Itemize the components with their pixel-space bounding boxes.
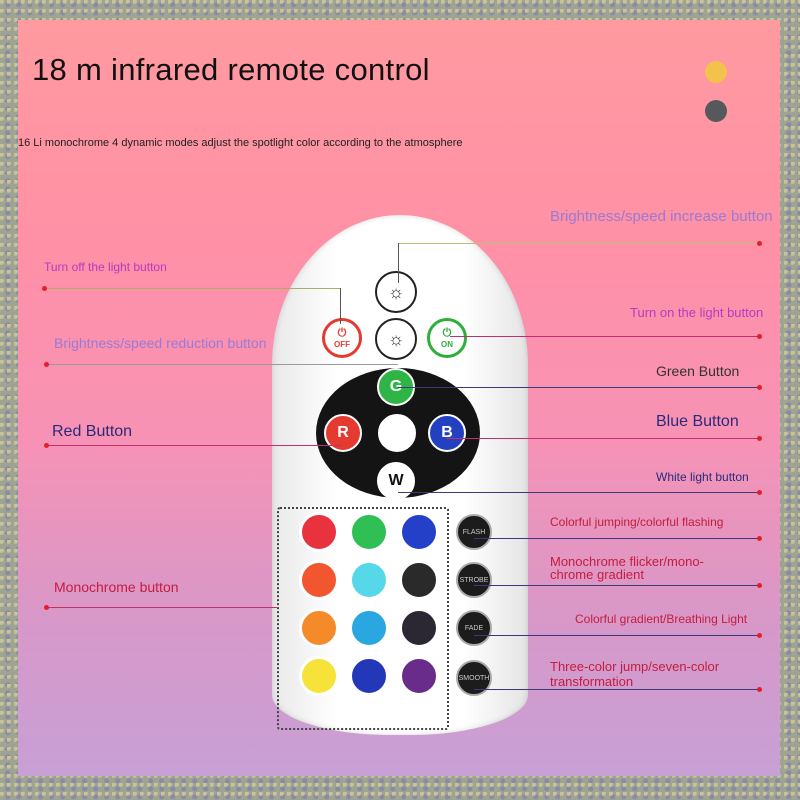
label-brightness-increase: Brightness/speed increase button [550,208,773,225]
blue-button[interactable]: B [428,414,466,452]
callout-line [398,243,760,244]
callout-line [46,445,342,446]
label-colorful-gradient: Colorful gradient/Breathing Light [575,612,748,626]
label-red-button: Red Button [52,423,133,440]
color-key-r4-c2[interactable] [349,656,389,696]
pointer-dot [757,334,762,339]
yellow-color-swatch [705,61,727,83]
callout-line [340,288,341,324]
label-monochrome-flicker-1: Monochrome flicker/mono- [550,554,704,569]
color-key-r2-c1[interactable] [299,560,339,600]
color-key-r1-c1[interactable] [299,512,339,552]
gray-color-swatch [705,100,727,122]
callout-line [398,492,760,493]
callout-line [474,585,760,586]
sun-icon: ☼ [387,281,405,302]
callout-line [398,243,399,283]
label-green-button: Green Button [656,363,740,379]
strobe-button[interactable]: STROBE [456,562,492,598]
color-key-r2-c3[interactable] [399,560,439,600]
label-turn-off: Turn off the light button [44,260,167,274]
power-icon: ⏻ [337,327,347,339]
color-key-r1-c2[interactable] [349,512,389,552]
label-blue-button: Blue Button [656,413,739,430]
color-key-r3-c2[interactable] [349,608,389,648]
off-label: OFF [334,340,350,349]
color-key-r1-c3[interactable] [399,512,439,552]
color-key-r4-c3[interactable] [399,656,439,696]
color-key-r2-c2[interactable] [349,560,389,600]
callout-line [44,288,340,289]
monochrome-keypad [277,507,449,730]
brightness-reduction-button[interactable]: ☼ [375,318,417,360]
page-subtitle: 16 Li monochrome 4 dynamic modes adjust … [18,137,463,149]
label-three-color-2: transformation [550,674,634,689]
callout-line [446,438,760,439]
on-label: ON [441,340,453,349]
pointer-dot [757,490,762,495]
pointer-dot [757,536,762,541]
power-icon: ⏻ [442,327,452,339]
pointer-dot [44,443,49,448]
color-key-r3-c3[interactable] [399,608,439,648]
brightness-increase-button[interactable]: ☼ [375,271,417,313]
label-white-button: White light button [656,470,749,484]
pointer-dot [757,241,762,246]
pointer-dot [44,605,49,610]
center-white-button[interactable] [378,414,416,452]
callout-line [474,689,760,690]
sun-icon: ☼ [387,328,405,349]
pointer-dot [44,362,49,367]
off-button[interactable]: ⏻ OFF [322,318,362,358]
label-monochrome-button: Monochrome button [54,579,179,595]
callout-line [474,538,760,539]
label-three-color-1: Three-color jump/seven-color [550,659,720,674]
page-title: 18 m infrared remote control [32,52,430,87]
label-monochrome-flicker-2: chrome gradient [550,567,644,582]
label-brightness-reduction: Brightness/speed reduction button [54,335,267,351]
pointer-dot [757,583,762,588]
white-button[interactable]: W [377,462,415,500]
pointer-dot [42,286,47,291]
red-button[interactable]: R [324,414,362,452]
callout-line [46,607,278,608]
fade-button[interactable]: FADE [456,610,492,646]
pointer-dot [757,633,762,638]
pointer-dot [757,385,762,390]
label-turn-on: Turn on the light button [630,305,764,320]
callout-line [450,336,760,337]
pointer-dot [757,436,762,441]
color-key-r4-c1[interactable] [299,656,339,696]
flash-button[interactable]: FLASH [456,514,492,550]
callout-line [398,387,760,388]
callout-line [474,635,760,636]
pointer-dot [757,687,762,692]
smooth-button[interactable]: SMOOTH [456,660,492,696]
callout-line [46,364,398,365]
color-key-r3-c1[interactable] [299,608,339,648]
on-button[interactable]: ⏻ ON [427,318,467,358]
label-colorful-jumping: Colorful jumping/colorful flashing [550,515,724,529]
